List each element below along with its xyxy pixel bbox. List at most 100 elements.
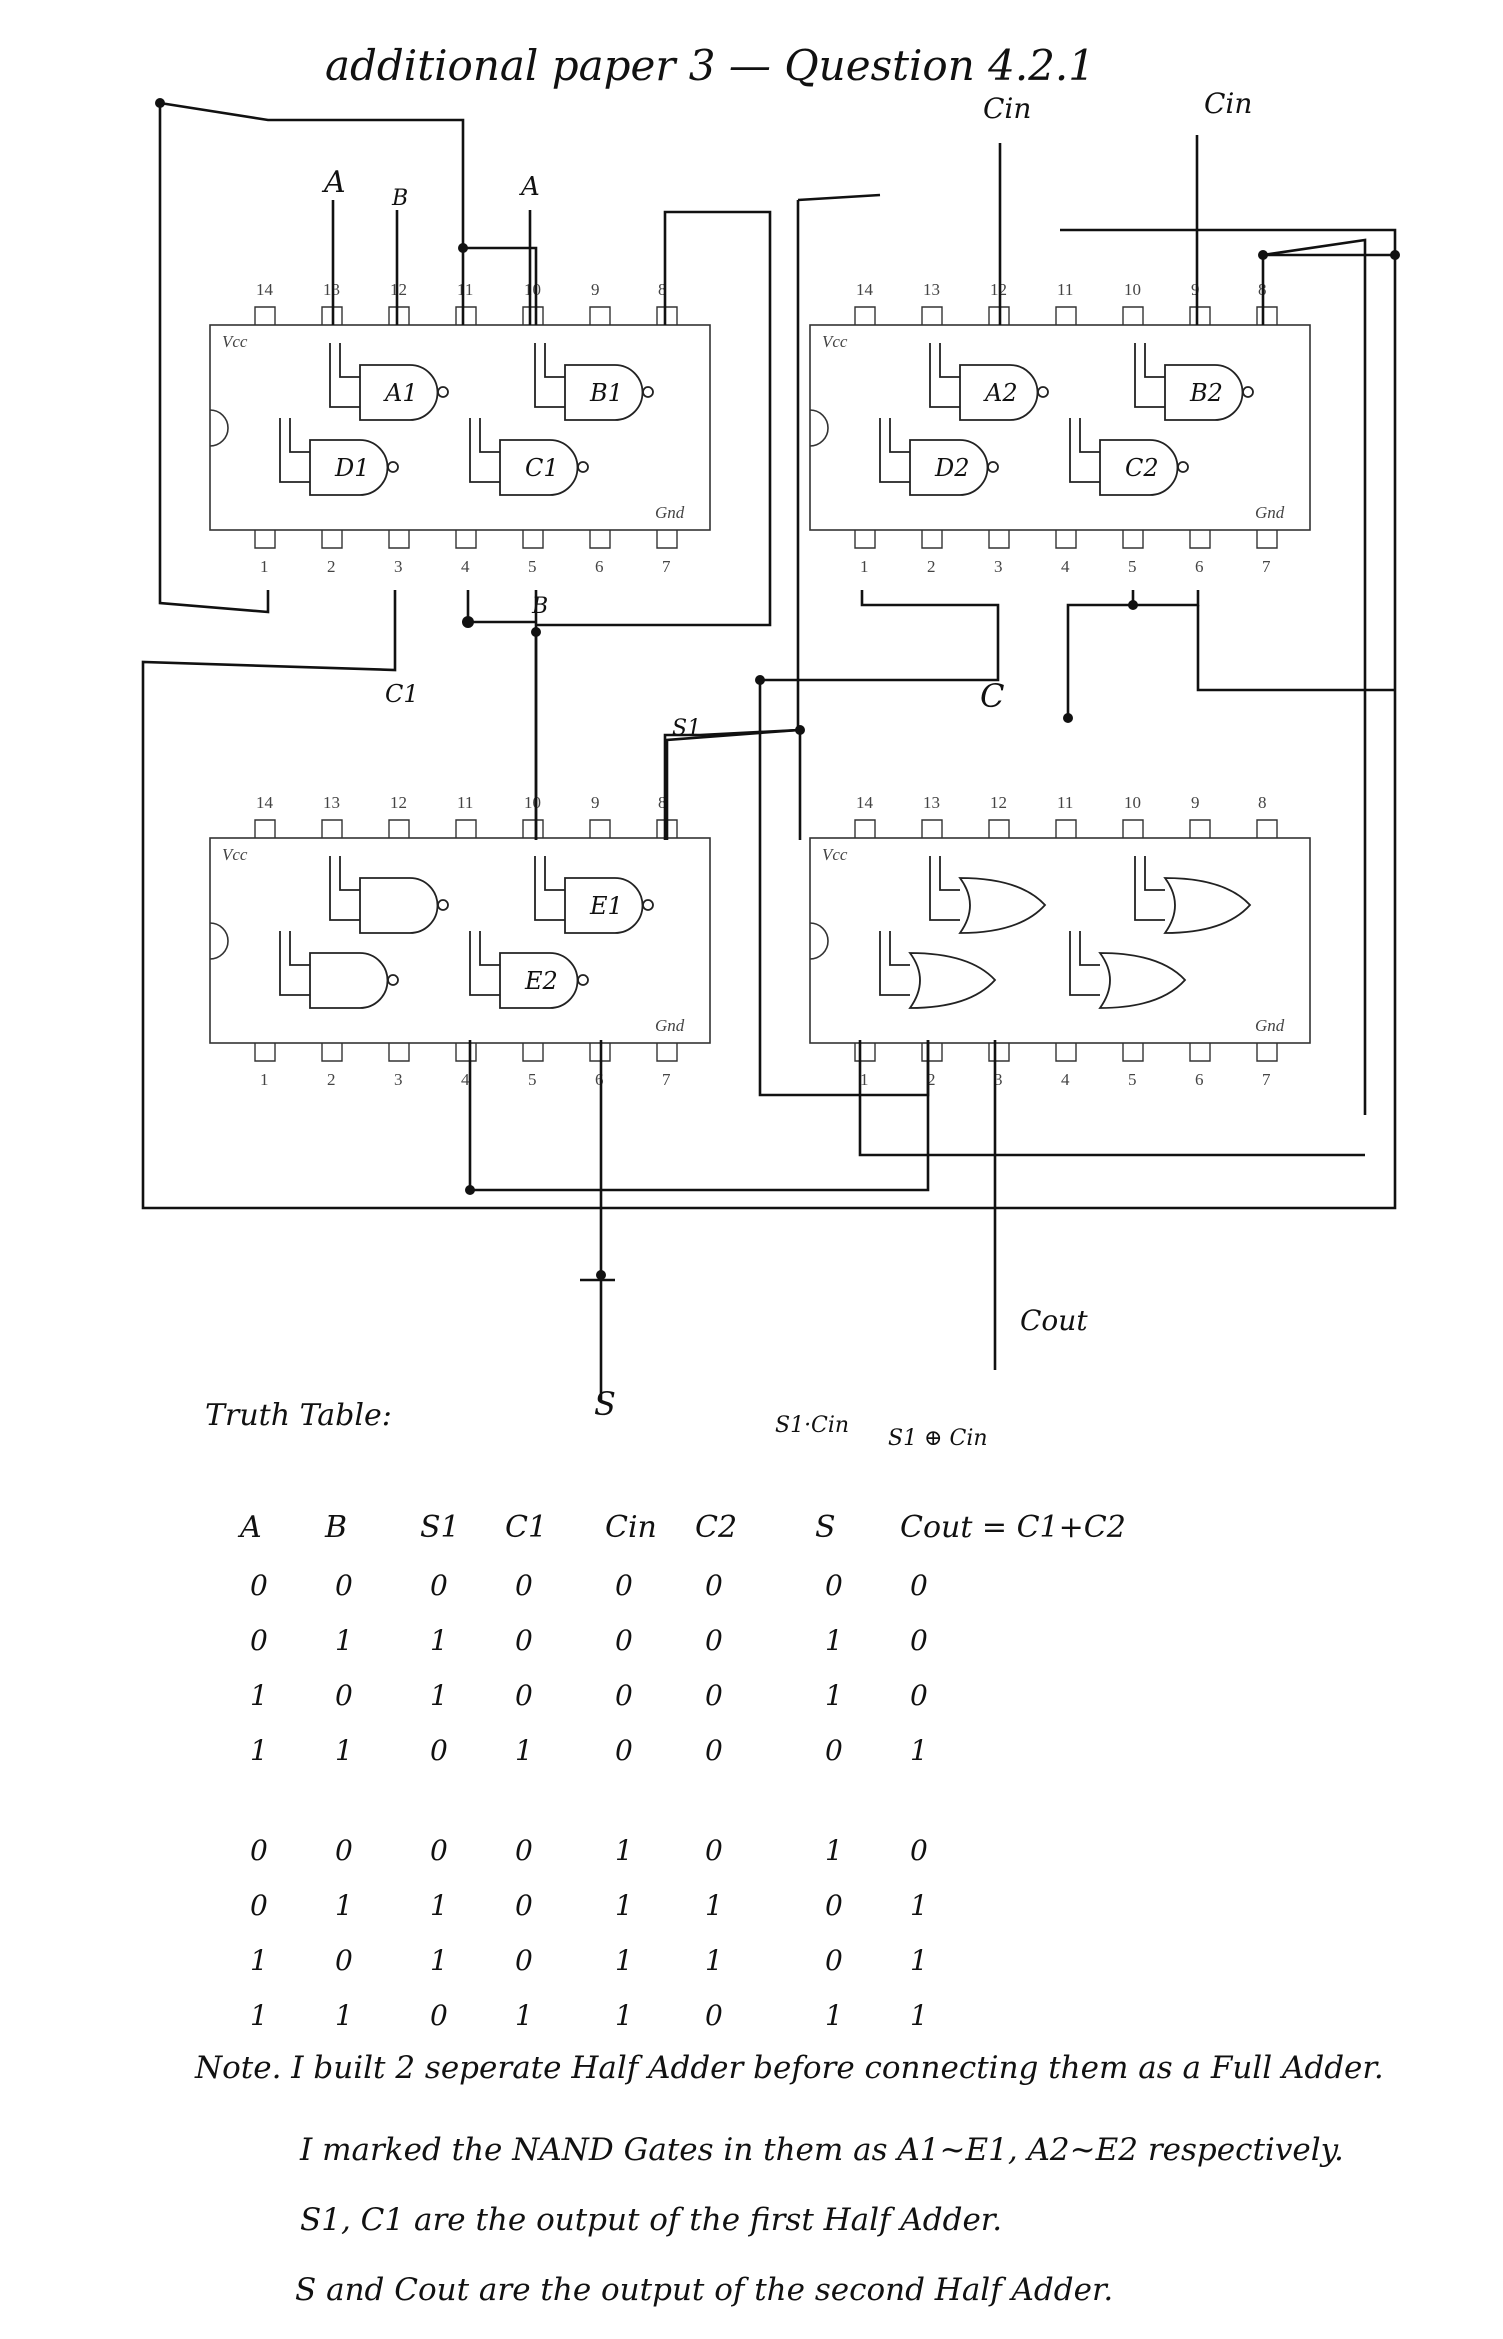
vcc-label: Vcc <box>222 332 248 351</box>
pin-number: 7 <box>1262 1070 1271 1089</box>
gate-lead <box>544 343 565 378</box>
nand-gate <box>1099 439 1179 496</box>
truth-table-cell: 0 <box>515 1679 533 1712</box>
pin-number: 12 <box>390 793 407 812</box>
truth-table-cell: 1 <box>250 1734 268 1767</box>
gate-lead <box>1069 931 1100 996</box>
chip-pin-top <box>522 306 544 325</box>
nand-bubble <box>577 974 589 986</box>
or-gate <box>1163 877 1252 934</box>
gate-lead <box>469 418 500 483</box>
gate-lead <box>879 931 910 996</box>
chip-pin-top <box>589 306 611 325</box>
chip-pin-top <box>388 306 410 325</box>
pin-number: 9 <box>591 793 600 812</box>
truth-table-cell: 0 <box>335 1569 353 1602</box>
truth-table-cell: 0 <box>250 1834 268 1867</box>
pin-number: 6 <box>1195 557 1204 576</box>
chip-pin-top <box>1055 819 1077 838</box>
nand-gate <box>564 364 644 421</box>
b-tap-label: B <box>531 594 548 619</box>
pin-number: 2 <box>327 557 336 576</box>
gate-lead <box>329 856 360 921</box>
nand-bubble <box>1242 386 1254 398</box>
gate-lead <box>929 343 960 408</box>
pin-number: 1 <box>260 1070 269 1089</box>
gate-lead <box>339 343 360 378</box>
pin-number: 6 <box>1195 1070 1204 1089</box>
nand-gate <box>564 877 644 934</box>
truth-table-cell: 1 <box>825 1999 843 2032</box>
chip-pin-bottom <box>854 1043 876 1062</box>
truth-table-cell: 0 <box>705 1999 723 2032</box>
truth-table-header: C2 <box>695 1510 737 1545</box>
or-gate <box>958 877 1047 934</box>
gate-lead <box>534 856 565 921</box>
gate-label: C2 <box>1125 454 1159 482</box>
truth-table-cell: 1 <box>615 1944 633 1977</box>
truth-table-cell: 1 <box>515 1999 533 2032</box>
truth-table-header: A <box>237 1510 262 1545</box>
chip-pin-bottom <box>1189 530 1211 549</box>
nand-gate <box>959 364 1039 421</box>
or-gate <box>1098 952 1187 1009</box>
truth-table-cell: 0 <box>615 1569 633 1602</box>
chip-pin-top <box>921 819 943 838</box>
chip-pin-bottom <box>656 530 678 549</box>
annotation-s1-xor-cin: S1 ⊕ Cin <box>888 1426 988 1451</box>
pin-number: 1 <box>860 1070 869 1089</box>
pin-number: 10 <box>524 793 541 812</box>
wiring <box>141 101 1397 1400</box>
pin-number: 12 <box>990 280 1007 299</box>
gate-lead <box>939 856 960 891</box>
gate-label: A1 <box>383 379 418 407</box>
chip-pin-bottom <box>1256 530 1278 549</box>
gate-label: B2 <box>1189 379 1223 407</box>
truth-table-cell: 1 <box>825 1679 843 1712</box>
chip-pin-top <box>854 306 876 325</box>
chip-pin-top <box>1122 306 1144 325</box>
truth-table-cell: 1 <box>335 1624 353 1657</box>
truth-table-header: Cout = C1+C2 <box>900 1510 1126 1545</box>
chip-pin-bottom <box>1055 1043 1077 1062</box>
gate-lead <box>1069 418 1100 483</box>
chip-pin-top <box>455 819 477 838</box>
truth-table-cell: 1 <box>250 1944 268 1977</box>
truth-table-cell: 0 <box>825 1569 843 1602</box>
nand-bubble <box>642 899 654 911</box>
chip-pin-bottom <box>1055 530 1077 549</box>
gate-label: C1 <box>525 454 559 482</box>
gnd-label: Gnd <box>655 1016 685 1035</box>
chip-notch <box>809 922 829 960</box>
truth-table-cell: 1 <box>250 1999 268 2032</box>
truth-table-cell: 1 <box>705 1944 723 1977</box>
truth-table-cell: 0 <box>705 1569 723 1602</box>
nand-bubble <box>642 386 654 398</box>
pin-number: 14 <box>856 280 874 299</box>
pin-number: 11 <box>457 280 473 299</box>
pin-number: 14 <box>856 793 874 812</box>
chip-body <box>209 324 711 531</box>
truth-table-cell: 1 <box>825 1834 843 1867</box>
pin-number: 3 <box>994 557 1003 576</box>
gnd-label: Gnd <box>1255 503 1285 522</box>
nand-bubble <box>1037 386 1049 398</box>
gate-label: E2 <box>524 967 558 995</box>
truth-table-cell: 1 <box>910 1999 928 2032</box>
input-label-a2: A <box>519 172 540 202</box>
input-label-b: B <box>391 186 408 211</box>
pin-number: 2 <box>327 1070 336 1089</box>
pin-number: 10 <box>1124 280 1141 299</box>
page-title: additional paper 3 — Question 4.2.1 <box>325 41 1095 90</box>
chip-pin-top <box>854 819 876 838</box>
chip-pin-bottom <box>589 530 611 549</box>
chip-pin-bottom <box>321 530 343 549</box>
truth-table-cell: 0 <box>825 1889 843 1922</box>
gate-lead <box>1079 418 1100 453</box>
chip-pin-top <box>1189 306 1211 325</box>
pin-number: 5 <box>528 557 537 576</box>
input-label-a: A <box>321 165 346 200</box>
truth-table-cell: 1 <box>430 1889 448 1922</box>
pin-number: 4 <box>1061 1070 1070 1089</box>
gate-lead <box>889 418 910 453</box>
